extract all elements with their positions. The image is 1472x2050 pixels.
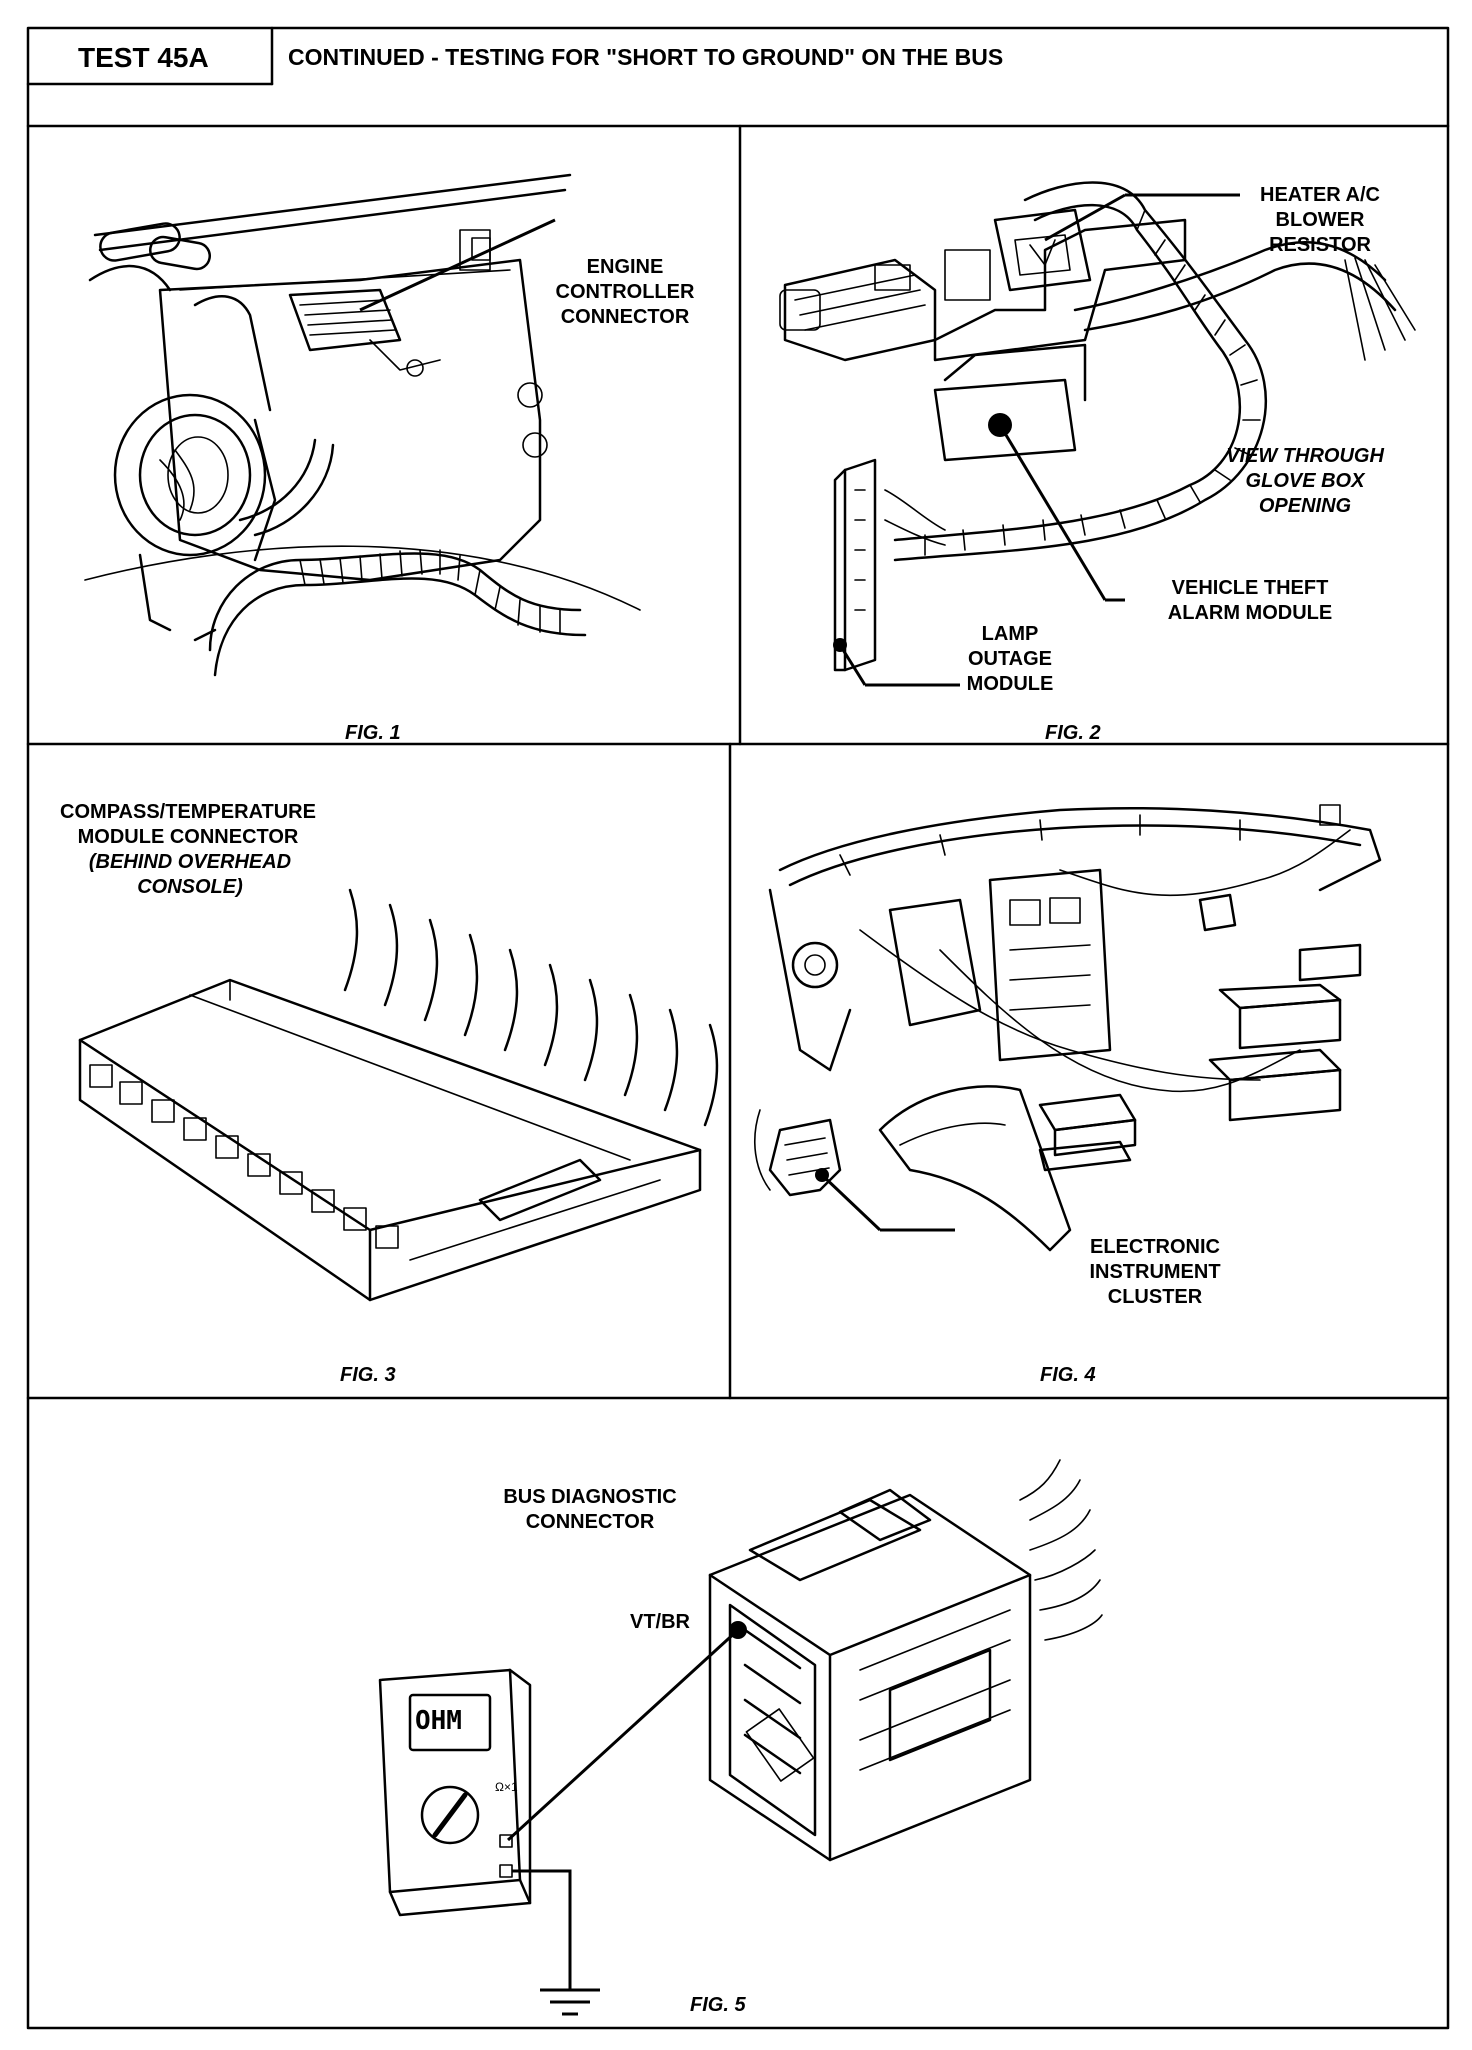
compass-temperature-connector-label: COMPASS/TEMPERATURE MODULE CONNECTOR [60,801,316,848]
ohmmeter-display: OHM [415,1706,462,1736]
fig3-connector-drawing [78,888,719,1302]
vt-br-wire-label: VT/BR [630,1611,690,1633]
test-id: TEST 45A [78,42,209,73]
fig1-caption: FIG. 1 [345,722,401,744]
fig5-caption: FIG. 5 [690,1994,746,2016]
lamp-outage-module-label: LAMP OUTAGE MODULE [966,623,1054,695]
electronic-instrument-cluster-label: ELECTRONIC INSTRUMENT CLUSTER [1089,1236,1221,1308]
engine-controller-connector-label: ENGINE CONTROLLER CONNECTOR [555,256,695,328]
heater-ac-blower-resistor-label: HEATER A/C BLOWER RESISTOR [1260,184,1380,256]
vehicle-theft-alarm-module-label: VEHICLE THEFT ALARM MODULE [1167,577,1333,624]
overhead-console-note: (BEHIND OVERHEAD CONSOLE) [88,851,292,898]
page-title: CONTINUED - TESTING FOR "SHORT TO GROUND… [288,44,1004,70]
glove-box-view-label: VIEW THROUGH GLOVE BOX OPENING [1226,445,1384,517]
fig4-caption: FIG. 4 [1040,1364,1096,1386]
bus-diagnostic-connector-label: BUS DIAGNOSTIC CONNECTOR [503,1486,677,1533]
fig2-glovebox-drawing [779,181,1416,687]
fig4-instrument-panel-drawing [754,804,1382,1252]
ohmmeter-drawing [378,1628,740,2016]
fig3-caption: FIG. 3 [340,1364,396,1386]
fig1-engine-drawing [84,173,641,677]
fig5-connector-drawing [708,1459,1103,1862]
fig2-caption: FIG. 2 [1045,722,1101,744]
ohmmeter-range-label: Ω×1 [495,1780,518,1794]
